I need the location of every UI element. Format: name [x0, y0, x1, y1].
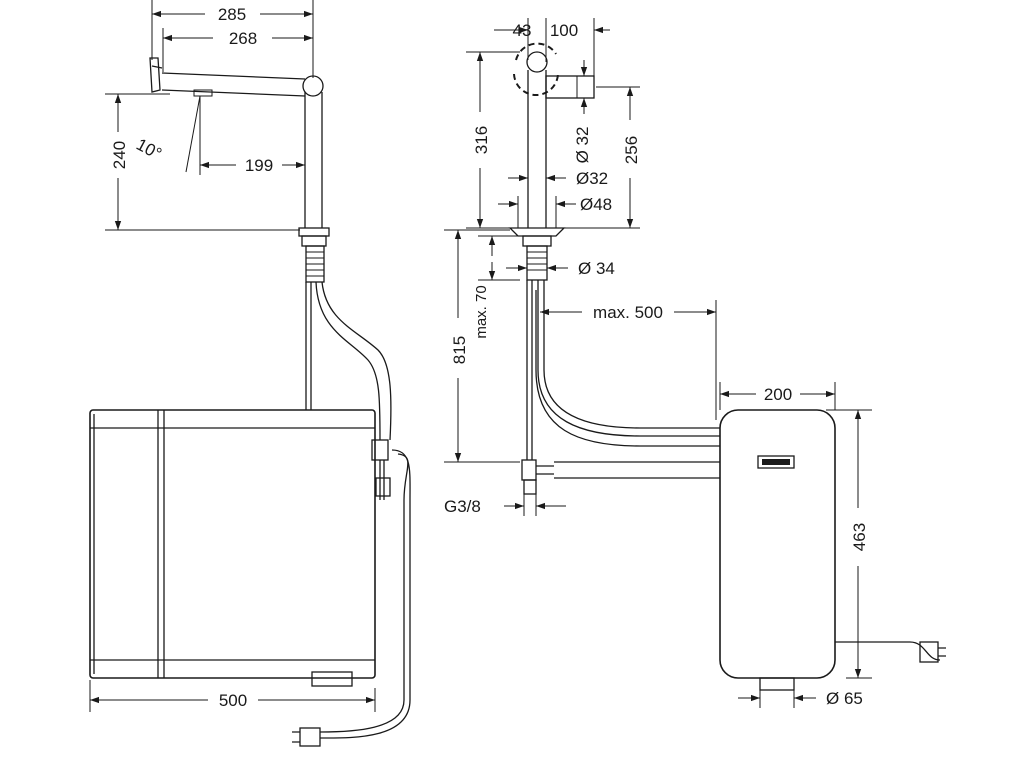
dim-268: 268 [162, 28, 313, 72]
dim-240-label: 240 [110, 141, 129, 169]
dim-815-label: 815 [450, 336, 469, 364]
dim-shank-dia-label: Ø 34 [578, 259, 615, 278]
dim-thread: G3/8 [444, 494, 566, 516]
dim-hose-len-label: max. 500 [593, 303, 663, 322]
dim-base-dia-label: Ø48 [580, 195, 612, 214]
dim-outlet-dia: Ø 32 [573, 60, 592, 163]
dim-thread-label: G3/8 [444, 497, 481, 516]
dim-43-100: 43 100 [494, 18, 610, 76]
water-heater-box-left [89, 409, 391, 687]
dim-200-label: 200 [764, 385, 792, 404]
dim-285: 285 [151, 0, 314, 78]
indicator-display [762, 459, 790, 465]
dim-body-dia-label: Ø32 [576, 169, 608, 188]
dim-256: 256 [560, 86, 641, 229]
plug-icon-right [919, 641, 946, 663]
dim-outlet-dia-label: Ø 32 [573, 127, 592, 164]
dim-body-dia: Ø32 [508, 169, 608, 188]
dim-500: 500 [89, 680, 376, 712]
dim-815: 815 [444, 229, 520, 463]
dim-463-label: 463 [850, 523, 869, 551]
dim-drain-dia: Ø 65 [738, 689, 863, 708]
faucet-side-left [149, 57, 392, 441]
dim-500-label: 500 [219, 691, 247, 710]
dim-316-label: 316 [472, 126, 491, 154]
right-view: 43 100 316 256 Ø 32 Ø32 [444, 18, 946, 708]
left-view: 285 268 240 10° 199 [89, 0, 411, 747]
dim-angle: 10° [133, 95, 201, 175]
dim-shank-len-label: max. 70 [473, 285, 490, 338]
dim-shank-dia: Ø 34 [506, 259, 615, 278]
dim-256-label: 256 [622, 136, 641, 164]
dim-199: 199 [200, 156, 305, 175]
power-cable-right [835, 641, 941, 661]
dim-100-label: 100 [550, 21, 578, 40]
faucet-front [508, 42, 720, 495]
dim-463: 463 [826, 409, 872, 679]
dim-angle-label: 10° [133, 135, 165, 164]
dim-hose-len: max. 500 [540, 300, 717, 420]
dim-shank-len: max. 70 [473, 235, 520, 339]
dim-285-label: 285 [218, 5, 246, 24]
water-heater-box-right [719, 409, 836, 691]
dim-316: 316 [466, 51, 520, 229]
dim-240: 240 [105, 93, 300, 231]
dim-drain-dia-label: Ø 65 [826, 689, 863, 708]
dim-base-dia: Ø48 [498, 195, 612, 228]
dim-268-label: 268 [229, 29, 257, 48]
dim-200: 200 [719, 382, 836, 410]
power-cable-left-inner [319, 453, 409, 733]
plug-icon [292, 727, 321, 747]
dim-43-label: 43 [513, 21, 532, 40]
dim-199-label: 199 [245, 156, 273, 175]
